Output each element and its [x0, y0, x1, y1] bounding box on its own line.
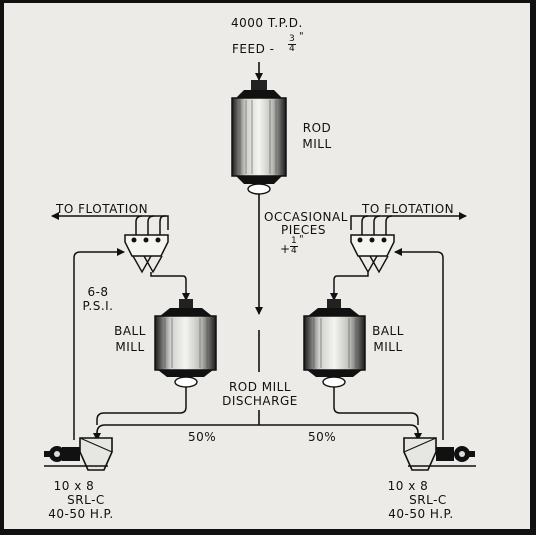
rod-mill-label-line1: ROD	[302, 121, 332, 135]
left-pressure-label-line2: P.S.I.	[82, 299, 114, 313]
feed-inch-mark: "	[299, 31, 305, 42]
right-pump-size-label: 10 x 8	[387, 479, 429, 493]
feed-size-numerator: 3	[288, 34, 296, 45]
discharge-label-line1: ROD MILL	[228, 380, 292, 394]
right-pump-model-label: SRL-C	[409, 493, 447, 507]
rod-mill-shape	[231, 62, 287, 372]
border-band-right	[530, 0, 536, 535]
occasional-size-numerator: 1	[290, 236, 298, 247]
right-pump-hp-label: 40-50 H.P.	[388, 507, 454, 521]
left-pump-model-label: SRL-C	[67, 493, 105, 507]
left-to-flotation-label: TO FLOTATION	[56, 202, 149, 216]
left-split-percent: 50%	[188, 430, 217, 444]
right-to-flotation-label: TO FLOTATION	[362, 202, 455, 216]
occasional-pieces-line2: PIECES	[281, 223, 326, 237]
left-pump-size-label: 10 x 8	[53, 479, 95, 493]
right-ball-mill-label-line2: MILL	[373, 340, 403, 354]
left-ball-mill-label-line2: MILL	[115, 340, 145, 354]
occasional-pieces-line1: OCCASIONAL	[264, 210, 348, 224]
left-ball-mill-label-line1: BALL	[114, 324, 146, 338]
feed-size-denominator: 4	[289, 44, 295, 54]
right-split-percent: 50%	[308, 430, 337, 444]
border-band-bottom	[0, 529, 536, 535]
feed-tonnage-label: 4000 T.P.D.	[231, 16, 303, 30]
right-ball-mill-label-line1: BALL	[372, 324, 404, 338]
occasional-size-fraction: 1 4	[290, 237, 298, 256]
discharge-split-lines	[93, 410, 422, 441]
occasional-inch-mark: "	[299, 234, 305, 245]
feed-size-fraction: 3 4	[288, 35, 296, 54]
feed-label: FEED -	[232, 42, 275, 56]
left-pump-hp-label: 40-50 H.P.	[48, 507, 114, 521]
occasional-size-denominator: 4	[291, 246, 297, 256]
occasional-plus-sign: +	[280, 242, 291, 256]
left-circuit	[44, 212, 217, 471]
rod-mill-label-line2: MILL	[302, 137, 332, 151]
left-pressure-label-line1: 6-8	[87, 285, 109, 299]
discharge-label-line2: DISCHARGE	[222, 394, 298, 408]
right-circuit	[303, 212, 476, 471]
